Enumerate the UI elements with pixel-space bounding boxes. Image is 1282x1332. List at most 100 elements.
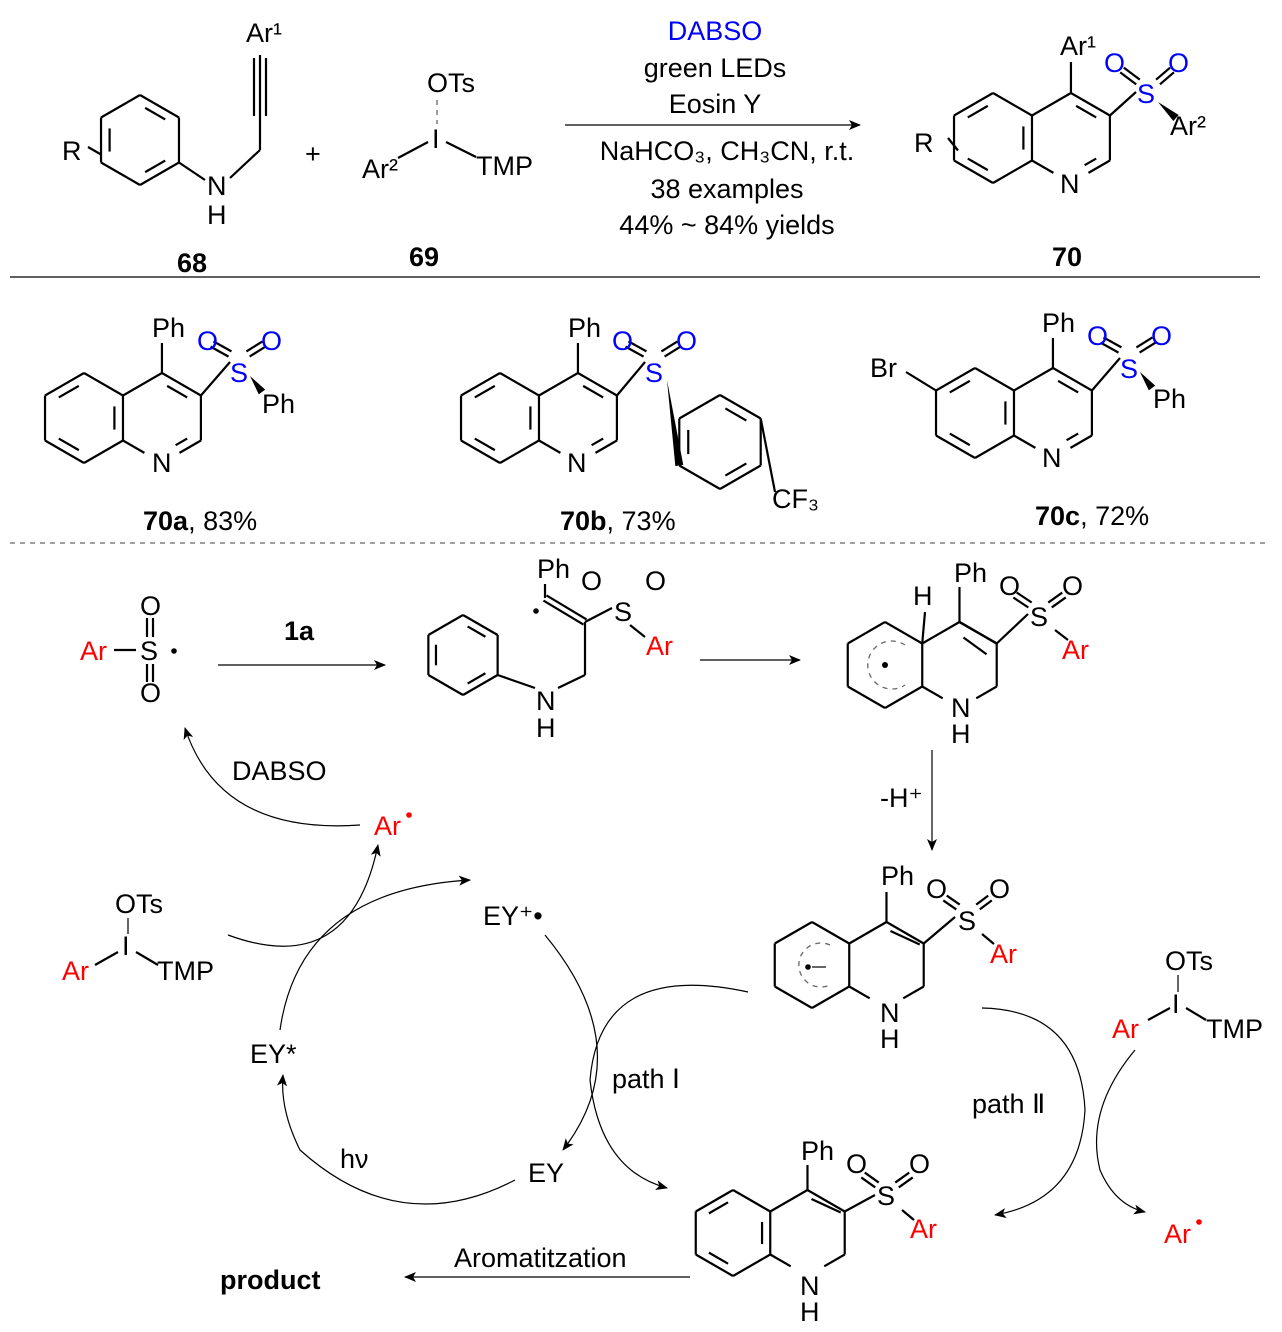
bond <box>942 899 957 911</box>
compound-id: 70b <box>560 506 607 536</box>
bond <box>1054 629 1069 641</box>
bond <box>1084 157 1097 167</box>
h-label: H <box>951 719 971 749</box>
bond <box>144 159 166 174</box>
tmp-label: TMP <box>1206 1014 1263 1044</box>
bond <box>100 161 141 186</box>
bond <box>1031 159 1054 174</box>
bond <box>135 951 159 966</box>
curved-arrow <box>279 875 471 1031</box>
bond <box>427 674 464 696</box>
ph-label: Ph <box>881 861 914 891</box>
bond <box>178 439 202 454</box>
o-label: O <box>612 326 633 356</box>
bond <box>660 340 678 353</box>
bond <box>1119 71 1137 86</box>
step-label-1a: 1a <box>284 616 315 646</box>
bond <box>901 1209 915 1221</box>
bond <box>499 439 540 464</box>
s-label: S <box>1137 79 1155 109</box>
ar-label: Ph <box>262 389 295 419</box>
compound-label-70: 70 <box>1052 242 1082 272</box>
ots-label: OTs <box>1165 946 1213 976</box>
bond <box>427 614 464 636</box>
bond <box>884 621 923 645</box>
bond <box>975 894 989 906</box>
example-70a: Ph O O S Ph N 70a, 83% <box>143 313 295 536</box>
reagent-69: OTs I Ar² TMP 69 <box>362 68 533 272</box>
n-label: N <box>207 171 227 201</box>
bond <box>462 614 499 636</box>
bond <box>1159 71 1175 86</box>
n-label: N <box>800 1271 820 1301</box>
bond <box>144 106 166 121</box>
ar-label: Ar <box>1112 1014 1139 1044</box>
bond <box>953 159 994 184</box>
path-2-label: path Ⅱ <box>972 1089 1045 1119</box>
condition-base-solvent: NaHCO₃, CH₃CN, r.t. <box>600 136 855 166</box>
bond <box>884 685 923 709</box>
compound-id: 70c <box>1035 501 1080 531</box>
bond <box>953 92 994 117</box>
radical-dot <box>882 662 888 668</box>
bond <box>1123 66 1141 81</box>
bond <box>823 1253 846 1268</box>
bond <box>462 674 499 696</box>
example-70c: Br Ph O O S Ph N 70c, 72% <box>870 308 1186 531</box>
bond <box>848 921 888 945</box>
bond <box>467 672 486 685</box>
aryl-radical-label: Ar <box>374 811 401 841</box>
s-label: S <box>1030 602 1048 632</box>
bond <box>935 367 976 392</box>
ots-label: OTs <box>427 68 475 98</box>
bond <box>497 673 536 690</box>
sulfonyl-radical: Ar S O O <box>80 591 177 708</box>
bond <box>979 899 993 911</box>
ey-ground: EY <box>528 1158 564 1188</box>
compound-label-68: 68 <box>177 248 207 278</box>
o-label: O <box>846 1149 867 1179</box>
yield-value: , 83% <box>188 506 257 536</box>
aryl-radical-left: Ar <box>374 811 412 841</box>
bond <box>474 437 496 452</box>
bond <box>1013 434 1036 449</box>
bond <box>1052 367 1093 392</box>
bond <box>806 1189 846 1213</box>
n-label: N <box>567 448 587 478</box>
example-70b: Ph O O S CF₃ N 70b, 73% <box>560 313 819 536</box>
bond <box>94 951 119 966</box>
bond <box>161 372 202 397</box>
bond <box>625 345 645 358</box>
ar-label: Ar <box>80 636 107 666</box>
bond <box>1100 341 1120 354</box>
bond <box>974 434 1015 459</box>
h-label: H <box>913 581 933 611</box>
o-label: O <box>1104 48 1125 78</box>
i-label: I <box>1172 989 1180 1019</box>
bond <box>245 340 263 353</box>
bond <box>629 624 646 638</box>
curved-arrow <box>227 844 381 947</box>
bond <box>811 985 850 1009</box>
wedge-bond <box>1158 102 1179 121</box>
bond <box>1155 66 1171 81</box>
radical-dot <box>406 812 412 818</box>
ar-label: Ar <box>62 956 89 986</box>
bond <box>923 916 956 945</box>
bond <box>975 685 998 700</box>
bond <box>200 361 231 397</box>
ar-label: Ar <box>1062 635 1089 665</box>
bond <box>732 1189 771 1213</box>
s-label: S <box>140 636 158 666</box>
bond <box>1070 92 1111 117</box>
tmp-label: TMP <box>476 151 533 181</box>
bond <box>210 345 230 358</box>
compound-id: 70a <box>143 506 189 536</box>
o-label: O <box>140 678 161 708</box>
bond <box>949 379 971 394</box>
bond <box>178 161 206 181</box>
bond <box>83 439 124 464</box>
bond <box>212 340 232 353</box>
n-label: N <box>880 998 900 1028</box>
